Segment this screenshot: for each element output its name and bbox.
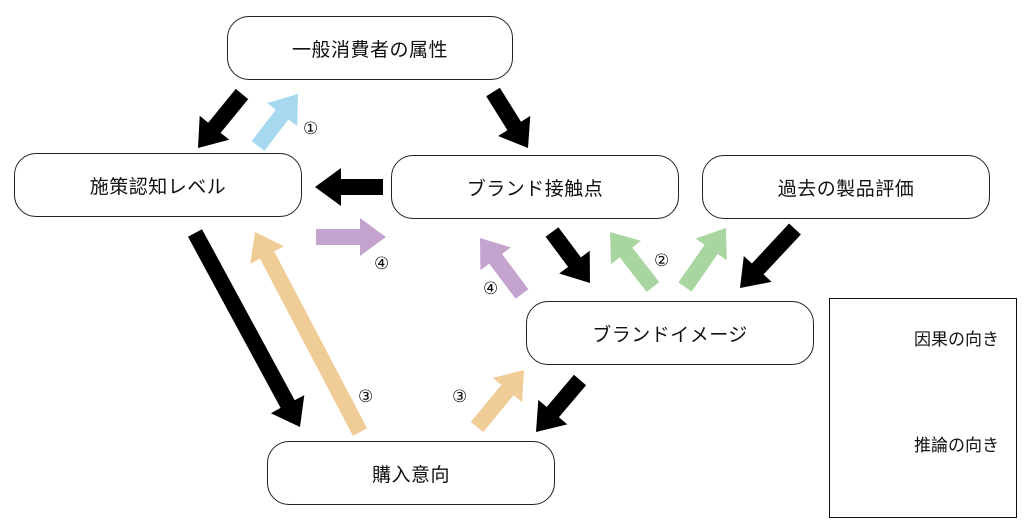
causal-arrow-past-eval-to-image (740, 223, 801, 288)
causal-arrow-awareness-to-purchase (188, 229, 305, 427)
causal-arrow-touchpoint-to-awareness (315, 168, 383, 206)
inference-arrow-3-purchase-to-awareness (250, 232, 368, 436)
causal-arrow-consumer-to-touchpoint (486, 87, 531, 148)
marker-4-left: ④ (374, 254, 390, 274)
node-consumer-attributes: 一般消費者の属性 (227, 16, 513, 80)
marker-3-right: ③ (452, 387, 468, 407)
marker-2: ② (654, 251, 670, 271)
marker-3-left: ③ (358, 387, 374, 407)
marker-1: ① (303, 119, 319, 139)
inference-arrow-1-awareness-to-consumer (251, 94, 298, 151)
inference-arrow-2-image-to-touchpoint (610, 232, 660, 292)
legend-inference-label: 推論の向き (914, 436, 999, 456)
node-awareness-level: 施策認知レベル (14, 153, 302, 217)
node-purchase-intention: 購入意向 (267, 441, 555, 505)
node-brand-touchpoint: ブランド接触点 (391, 155, 679, 219)
legend-box: 因果の向き 推論の向き (829, 298, 1017, 518)
node-past-product-evaluation: 過去の製品評価 (702, 155, 990, 219)
inference-arrow-4-to-awareness-side (316, 218, 386, 256)
legend-causal-label: 因果の向き (914, 330, 999, 350)
inference-arrow-4-image-to-touchpoint (480, 238, 529, 299)
causal-arrow-image-to-purchase (536, 374, 587, 432)
inference-arrow-2-image-to-past-eval (678, 228, 727, 292)
marker-4-right: ④ (483, 279, 499, 299)
inference-arrow-3-purchase-to-image (470, 370, 524, 433)
node-brand-image: ブランドイメージ (526, 301, 814, 365)
causal-arrow-consumer-to-awareness (198, 88, 249, 148)
causal-arrow-touchpoint-to-image (545, 227, 590, 283)
